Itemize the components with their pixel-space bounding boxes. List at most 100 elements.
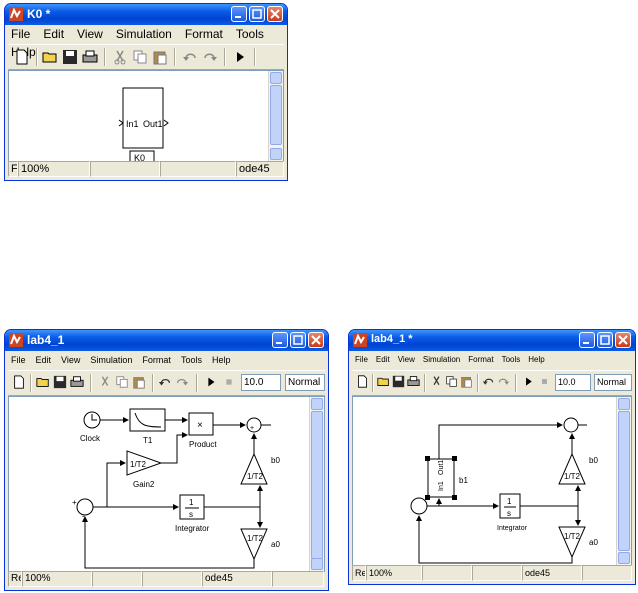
gain2-block[interactable] xyxy=(126,450,163,476)
print-icon[interactable] xyxy=(70,375,84,389)
menu-view[interactable]: View xyxy=(61,355,81,365)
b0-gain-block[interactable] xyxy=(240,452,268,485)
paste-icon[interactable] xyxy=(460,375,473,388)
a0-gain-block[interactable] xyxy=(240,528,268,561)
run-icon[interactable] xyxy=(232,49,248,65)
menu-view[interactable]: View xyxy=(77,27,103,41)
redo-icon[interactable] xyxy=(202,49,218,65)
model-canvas[interactable]: Clock T1 × Product + 1/T2 Gain2 xyxy=(8,396,325,572)
redo-icon[interactable] xyxy=(497,375,510,388)
open-folder-icon[interactable] xyxy=(377,375,390,388)
save-icon[interactable] xyxy=(53,375,67,389)
copy-icon[interactable] xyxy=(132,49,148,65)
stop-time-input[interactable]: 10.0 xyxy=(241,374,281,391)
new-file-icon[interactable] xyxy=(12,375,26,389)
block-name-edit-box[interactable] xyxy=(129,150,155,161)
scroll-down-arrow[interactable] xyxy=(311,558,323,570)
top-sum-block[interactable] xyxy=(563,417,579,433)
scroll-thumb[interactable] xyxy=(618,411,630,551)
close-button[interactable] xyxy=(615,332,631,348)
menu-help[interactable]: Help xyxy=(211,355,231,365)
left-sum-block[interactable] xyxy=(76,498,94,516)
stop-icon[interactable] xyxy=(222,375,236,389)
menu-edit[interactable]: Edit xyxy=(35,355,52,365)
copy-icon[interactable] xyxy=(115,375,129,389)
vertical-scrollbar[interactable] xyxy=(268,71,283,161)
undo-icon[interactable] xyxy=(158,375,172,389)
open-folder-icon[interactable] xyxy=(42,49,58,65)
save-icon[interactable] xyxy=(392,375,405,388)
simulation-mode-select[interactable]: Normal xyxy=(594,374,632,391)
model-canvas[interactable]: In1 Out1 b1 1/T2 b0 1 s Integrator 1/T2 … xyxy=(352,396,632,566)
vertical-scrollbar[interactable] xyxy=(309,397,324,571)
menu-simulation[interactable]: Simulation xyxy=(115,27,172,41)
t1-lookup-block[interactable] xyxy=(129,408,166,432)
scroll-down-arrow[interactable] xyxy=(270,148,282,160)
title-bar[interactable]: lab4_1 * xyxy=(349,330,635,351)
save-icon[interactable] xyxy=(62,49,78,65)
menu-format[interactable]: Format xyxy=(184,27,223,41)
title-bar[interactable]: K0 * xyxy=(5,4,287,25)
scroll-up-arrow[interactable] xyxy=(311,398,323,410)
maximize-button[interactable] xyxy=(597,332,613,348)
menu-file[interactable]: File xyxy=(11,27,31,41)
close-button[interactable] xyxy=(267,6,283,22)
cut-icon[interactable] xyxy=(430,375,443,388)
menu-view[interactable]: View xyxy=(397,355,415,364)
minimize-button[interactable] xyxy=(272,332,288,348)
scroll-down-arrow[interactable] xyxy=(618,552,630,564)
copy-icon[interactable] xyxy=(445,375,458,388)
model-canvas[interactable]: In1 Out1 K0 xyxy=(8,70,284,162)
b0-gain-block[interactable] xyxy=(558,452,586,485)
vertical-scrollbar[interactable] xyxy=(616,397,631,565)
scroll-thumb[interactable] xyxy=(270,85,282,145)
menu-tools[interactable]: Tools xyxy=(235,27,264,41)
selection-handle[interactable] xyxy=(425,456,430,461)
minimize-button[interactable] xyxy=(579,332,595,348)
cut-icon[interactable] xyxy=(112,49,128,65)
maximize-button[interactable] xyxy=(249,6,265,22)
scroll-up-arrow[interactable] xyxy=(270,72,282,84)
print-icon[interactable] xyxy=(407,375,420,388)
scroll-thumb[interactable] xyxy=(311,411,323,559)
menu-edit[interactable]: Edit xyxy=(43,27,65,41)
close-button[interactable] xyxy=(308,332,324,348)
new-file-icon[interactable] xyxy=(356,375,369,388)
cut-icon[interactable] xyxy=(98,375,112,389)
menu-file[interactable]: File xyxy=(11,355,26,365)
undo-icon[interactable] xyxy=(182,49,198,65)
subsystem-block[interactable] xyxy=(122,87,164,149)
subsystem-block[interactable] xyxy=(427,458,455,498)
new-file-icon[interactable] xyxy=(14,49,30,65)
menu-edit[interactable]: Edit xyxy=(375,355,390,364)
undo-icon[interactable] xyxy=(482,375,495,388)
left-sum-block[interactable] xyxy=(410,497,428,515)
clock-block[interactable] xyxy=(83,411,101,429)
simulation-mode-select[interactable]: Normal xyxy=(285,374,325,391)
menu-tools[interactable]: Tools xyxy=(180,355,202,365)
run-icon[interactable] xyxy=(204,375,218,389)
scroll-up-arrow[interactable] xyxy=(618,398,630,410)
menu-file[interactable]: File xyxy=(355,355,368,364)
selection-handle[interactable] xyxy=(452,456,457,461)
print-icon[interactable] xyxy=(82,49,98,65)
open-folder-icon[interactable] xyxy=(36,375,50,389)
selection-handle[interactable] xyxy=(425,495,430,500)
product-block[interactable] xyxy=(188,412,214,436)
title-bar[interactable]: lab4_1 xyxy=(5,330,328,351)
menu-tools[interactable]: Tools xyxy=(501,355,521,364)
menu-format[interactable]: Format xyxy=(468,355,494,364)
stop-time-input[interactable]: 10.0 xyxy=(555,374,591,391)
a0-gain-block[interactable] xyxy=(558,526,586,559)
menu-simulation[interactable]: Simulation xyxy=(90,355,133,365)
menu-format[interactable]: Format xyxy=(142,355,171,365)
maximize-button[interactable] xyxy=(290,332,306,348)
stop-icon[interactable] xyxy=(538,375,551,388)
integrator-block[interactable] xyxy=(179,494,205,520)
paste-icon[interactable] xyxy=(152,49,168,65)
redo-icon[interactable] xyxy=(175,375,189,389)
menu-simulation[interactable]: Simulation xyxy=(422,355,461,364)
paste-icon[interactable] xyxy=(132,375,146,389)
menu-help[interactable]: Help xyxy=(528,355,545,364)
selection-handle[interactable] xyxy=(452,495,457,500)
